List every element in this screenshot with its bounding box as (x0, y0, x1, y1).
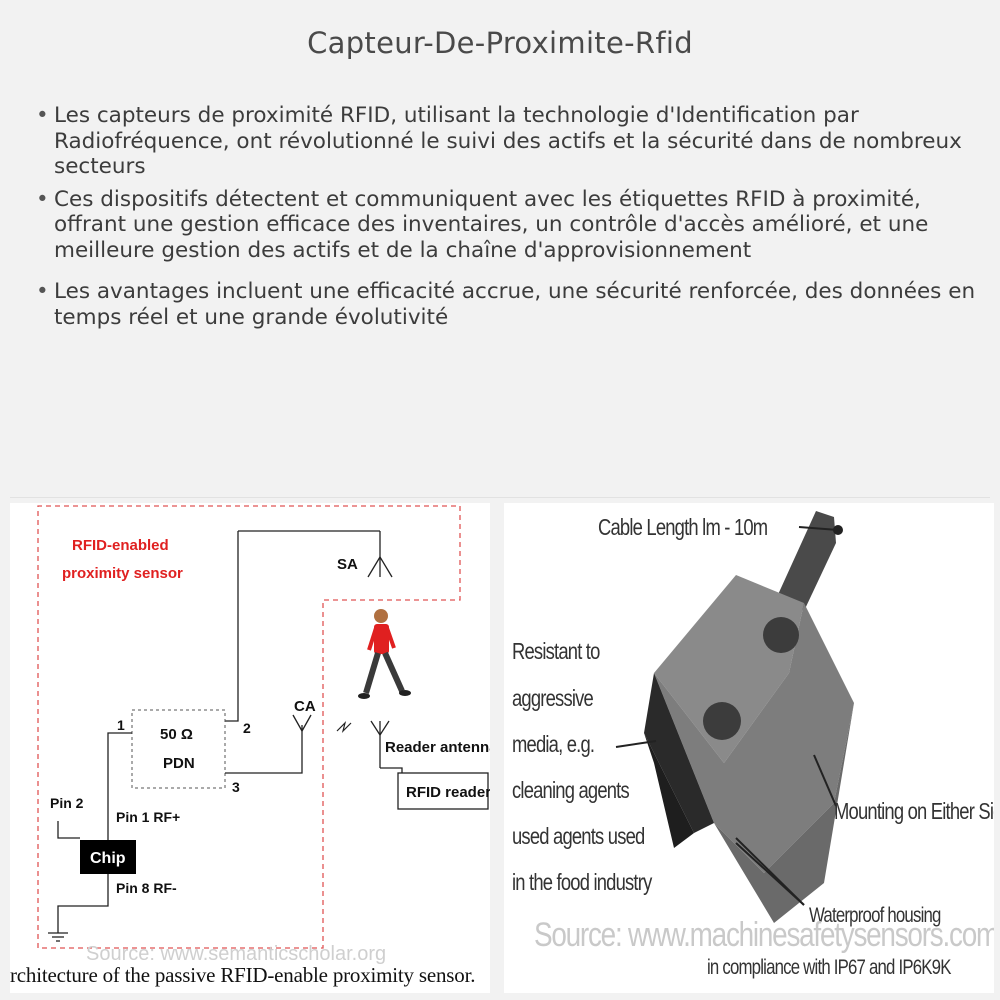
circuit-svg: RFID-enabled proximity sensor SA 2 50 Ω … (37, 505, 490, 949)
resistant-label-line6: in the food industry (512, 869, 652, 895)
section-divider (10, 497, 990, 498)
rfid-reader-box (397, 772, 489, 810)
bullet-item: Les avantages incluent une efficacité ac… (32, 279, 982, 330)
pin-2-label: Pin 2 (50, 795, 84, 811)
bullet-list: Les capteurs de proximité RFID, utilisan… (32, 103, 982, 337)
sensor-body (644, 575, 854, 923)
wireless-signal-icon (336, 721, 352, 733)
bullet-item: Les capteurs de proximité RFID, utilisan… (32, 103, 982, 180)
port-1-label: 1 (117, 717, 125, 733)
chip-block (80, 840, 136, 874)
sensor-boundary (37, 505, 461, 949)
sensor-label-line1: RFID-enabled (72, 537, 169, 554)
pdn-line2: PDN (163, 755, 195, 772)
pin-1-label: Pin 1 RF+ (116, 809, 180, 825)
reader-antenna-icon (370, 720, 403, 773)
reader-antenna-label: Reader antenna (385, 739, 490, 756)
pdn-box (131, 709, 226, 789)
callout-lines (615, 526, 839, 906)
chip-label: Chip (90, 850, 126, 867)
rfid-circuit-diagram: RFID-enabled proximity sensor SA 2 50 Ω … (10, 503, 490, 993)
sensor-product-image: Cable Length lm - 10m Resistant to aggre… (504, 503, 994, 993)
resistant-label-line5: used agents used (512, 823, 645, 849)
resistant-label-line3: media, e.g. (512, 731, 595, 757)
port-3-label: 3 (232, 779, 240, 795)
ground-icon (48, 932, 68, 942)
resistant-label-line4: cleaning agents (512, 777, 630, 803)
right-image-watermark: Source: www.machinesafetysensors.com (534, 916, 994, 954)
bullet-item: Ces dispositifs détectent et communiquen… (32, 187, 982, 264)
left-image-watermark: Source: www.semanticscholar.org (86, 943, 387, 965)
ca-label: CA (294, 698, 316, 715)
resistant-label-line1: Resistant to (512, 638, 600, 664)
walking-person-icon (358, 609, 411, 699)
left-image-caption: rchitecture of the passive RFID-enable p… (10, 963, 476, 987)
resistant-label-line2: aggressive (512, 685, 594, 711)
cable-length-label: Cable Length lm - 10m (598, 514, 768, 540)
sensor-cable (776, 511, 836, 611)
waterproof-label-line1: Waterproof housing (809, 904, 941, 927)
ca-antenna-icon (292, 714, 312, 732)
port-2-label: 2 (243, 720, 251, 736)
sa-antenna-icon (238, 530, 393, 578)
rfid-reader-label: RFID reader (406, 784, 490, 801)
sensor-svg (615, 511, 854, 923)
pdn-line1: 50 Ω (160, 726, 193, 743)
mounting-label: Mounting on Either Side (834, 798, 994, 824)
sa-label: SA (337, 556, 358, 573)
waterproof-label-line2: in compliance with IP67 and IP6K9K (707, 956, 951, 979)
pin-8-label: Pin 8 RF- (116, 880, 177, 896)
sensor-label-line2: proximity sensor (62, 565, 183, 582)
page-title: Capteur-De-Proximite-Rfid (307, 26, 693, 60)
